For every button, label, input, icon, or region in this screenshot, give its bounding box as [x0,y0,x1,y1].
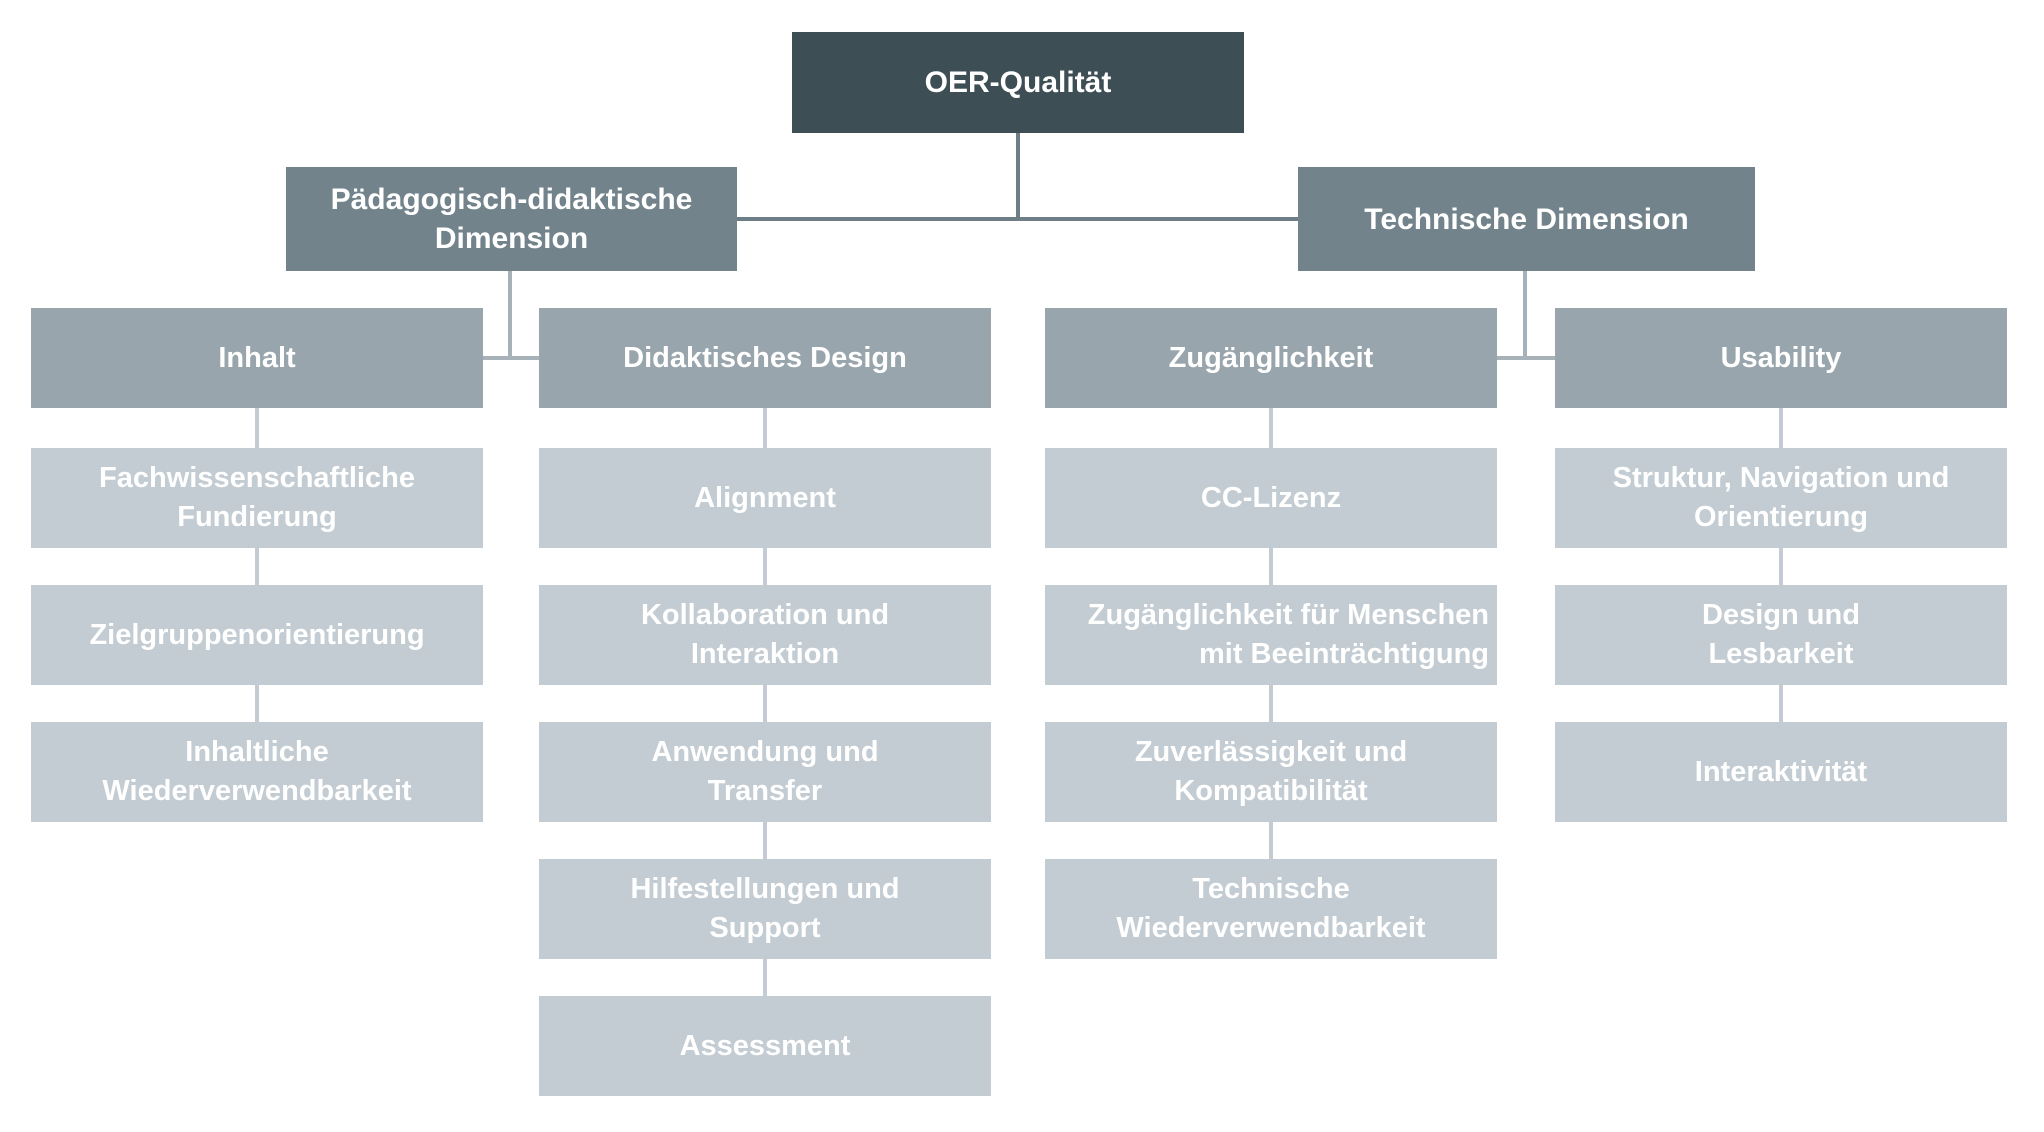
item-node-zuverlaessigkeit-und-kompatibilitaet: Zuverlässigkeit und Kompatibilität [1045,722,1497,822]
item-node-cc-lizenz: CC-Lizenz [1045,448,1497,548]
dimension-label: Pädagogisch-didaktische Dimension [330,183,693,255]
connector-col1-seg [255,408,259,448]
category-label: Didaktisches Design [623,341,907,374]
connector-col2-seg [763,959,767,996]
dimension-label: Technische Dimension [1364,202,1689,236]
item-label: Alignment [694,481,836,514]
connector-paedagogisch-bar [483,356,539,360]
category-label: Usability [1720,341,1842,374]
dimension-node-paedagogisch-didaktisch: Pädagogisch-didaktische Dimension [286,167,737,271]
item-label: Interaktivität [1694,755,1868,788]
item-node-hilfestellungen-und-support: Hilfestellungen und Support [539,859,991,959]
item-node-alignment: Alignment [539,448,991,548]
item-label: Inhaltliche Wiederverwendbarkeit [102,736,412,807]
connector-col2-seg [763,822,767,859]
category-node-usability: Usability [1555,308,2007,408]
item-node-fachwissenschaftliche-fundierung: Fachwissenschaftliche Fundierung [31,448,483,548]
item-label: Zielgruppenorientierung [89,618,425,651]
category-label: Inhalt [218,341,296,374]
connector-col3-seg [1269,822,1273,859]
connector-col2-seg [763,548,767,585]
connector-col3-seg [1269,548,1273,585]
connector-root-bar [737,217,1298,221]
item-label: CC-Lizenz [1200,481,1342,514]
category-label: Zugänglichkeit [1168,341,1374,374]
item-node-interaktivitaet: Interaktivität [1555,722,2007,822]
connector-col3-seg [1269,408,1273,448]
item-node-struktur-navigation-orientierung: Struktur, Navigation und Orientierung [1555,448,2007,548]
item-node-kollaboration-und-interaktion: Kollaboration und Interaktion [539,585,991,685]
connector-root-stem [1016,133,1020,221]
item-node-inhaltliche-wiederverwendbarkeit: Inhaltliche Wiederverwendbarkeit [31,722,483,822]
item-label: Assessment [679,1029,851,1062]
item-label: Anwendung und Transfer [651,736,879,807]
item-node-anwendung-und-transfer: Anwendung und Transfer [539,722,991,822]
item-label: Technische Wiederverwendbarkeit [1116,873,1426,944]
connector-col4-seg [1779,685,1783,722]
root-label: OER-Qualität [924,66,1112,99]
item-label: Kollaboration und Interaktion [640,599,890,670]
dimension-node-technisch: Technische Dimension [1298,167,1755,271]
item-label: Fachwissenschaftliche Fundierung [99,462,415,533]
item-label: Zuverlässigkeit und Kompatibilität [1134,736,1408,807]
category-node-zugaenglichkeit: Zugänglichkeit [1045,308,1497,408]
item-node-technische-wiederverwendbarkeit: Technische Wiederverwendbarkeit [1045,859,1497,959]
connector-col2-seg [763,685,767,722]
item-node-assessment: Assessment [539,996,991,1096]
item-label: Struktur, Navigation und Orientierung [1612,462,1950,533]
category-node-inhalt: Inhalt [31,308,483,408]
connector-paedagogisch-stem [508,271,512,360]
item-node-zielgruppenorientierung: Zielgruppenorientierung [31,585,483,685]
connector-technisch-bar [1497,356,1555,360]
item-label: Design und Lesbarkeit [1702,599,1860,670]
item-label: Zugänglichkeit für Menschen mit Beeinträ… [1087,599,1489,670]
connector-col1-seg [255,685,259,722]
connector-col2-seg [763,408,767,448]
connector-col4-seg [1779,548,1783,585]
item-label: Hilfestellungen und Support [630,873,900,944]
item-node-zugaenglichkeit-fuer-menschen: Zugänglichkeit für Menschen mit Beeinträ… [1045,585,1497,685]
connector-col1-seg [255,548,259,585]
item-node-design-und-lesbarkeit: Design und Lesbarkeit [1555,585,2007,685]
connector-technisch-stem [1523,271,1527,360]
connector-col4-seg [1779,408,1783,448]
root-node: OER-Qualität [792,32,1244,133]
category-node-didaktisches-design: Didaktisches Design [539,308,991,408]
connector-col3-seg [1269,685,1273,722]
